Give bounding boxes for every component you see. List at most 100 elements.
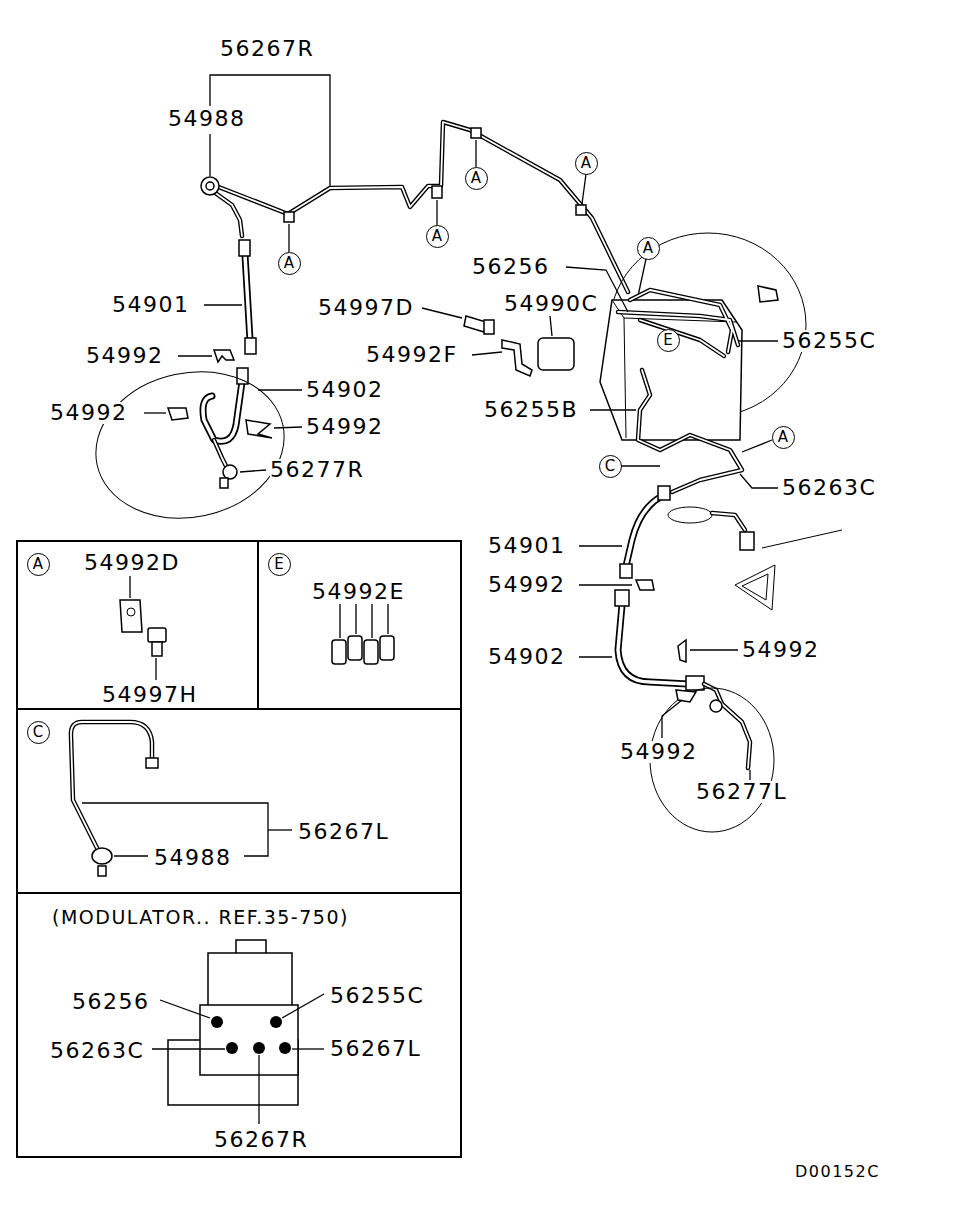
part-number: 56267L: [298, 821, 389, 843]
part-number: 54992: [306, 416, 384, 438]
circled-letter: A: [27, 553, 50, 576]
grommet: [92, 848, 112, 864]
part-number: 54988: [168, 108, 246, 130]
part-number: 54992E: [312, 581, 405, 603]
port: [279, 1042, 291, 1054]
grommet: [201, 177, 219, 195]
bracket-line: [210, 75, 330, 186]
part-number: 54988: [154, 847, 232, 869]
hose-fitting: [658, 486, 670, 500]
brake-tube: [618, 290, 738, 356]
banjo-fitting: [710, 700, 722, 712]
clip: [471, 128, 481, 138]
brake-hose: [618, 605, 688, 684]
bolt: [152, 642, 162, 656]
part-number: 54901: [112, 294, 190, 316]
leader-line: [292, 1048, 324, 1049]
leader-line: [340, 604, 388, 638]
leader-line: [472, 352, 502, 355]
leader-line: [258, 389, 302, 390]
leader-line: [579, 656, 612, 657]
part-number: 54992: [50, 402, 128, 424]
leader-line: [129, 576, 130, 598]
circled-letter: A: [575, 152, 598, 175]
leader-line: [114, 855, 148, 856]
part-number: 56256: [72, 991, 150, 1013]
clip: [168, 408, 188, 420]
circled-letter: E: [268, 553, 291, 576]
clip: [380, 636, 394, 660]
clip: [576, 205, 586, 215]
brake-hose: [245, 255, 250, 340]
circled-letter: A: [278, 252, 301, 275]
brake-tube: [618, 290, 738, 356]
part-number: 54997D: [318, 297, 414, 319]
port: [253, 1042, 265, 1054]
reference-letter: A: [778, 430, 788, 445]
leader-line: [749, 770, 750, 780]
leader-line: [742, 440, 772, 452]
part-number: 56277R: [270, 459, 364, 481]
circled-letter: C: [27, 721, 50, 744]
leader-line: [160, 1000, 210, 1018]
part-number: 54997H: [102, 684, 198, 706]
clip: [432, 186, 442, 198]
brake-tube: [214, 192, 242, 236]
reference-letter: A: [581, 156, 591, 171]
reference-letter: A: [432, 229, 442, 244]
circled-letter: C: [599, 455, 622, 478]
leader-line: [204, 304, 242, 305]
port: [270, 1016, 282, 1028]
brake-hose: [626, 496, 662, 566]
part-number: 54990C: [504, 293, 598, 315]
bolt-head: [148, 628, 166, 642]
clip: [284, 212, 294, 222]
reference-letter: A: [33, 557, 43, 572]
bracket: [502, 340, 532, 376]
banjo-bolt: [220, 478, 228, 488]
part-number: 54992D: [84, 552, 180, 574]
part-number: 54992: [742, 639, 820, 661]
part-number: 56267R: [214, 1129, 308, 1151]
leader-line: [621, 465, 660, 466]
leader-line: [690, 649, 738, 650]
part-number: 54901: [488, 535, 566, 557]
brake-tube: [712, 513, 745, 530]
leader-line: [475, 140, 476, 167]
leader-line: [258, 1055, 259, 1124]
leader-line: [740, 474, 778, 488]
leader-line: [282, 994, 324, 1018]
part-number: 54992: [488, 574, 566, 596]
part-number: 56255C: [330, 985, 424, 1007]
reference-letter: A: [284, 256, 294, 271]
brake-tube: [712, 513, 745, 530]
banjo-fitting: [223, 465, 237, 479]
reference-letter: E: [663, 333, 672, 348]
brake-tube: [71, 722, 152, 850]
clip: [364, 640, 378, 664]
leader-line: [662, 700, 682, 738]
motor: [208, 953, 292, 1007]
modulator-block: [200, 1005, 298, 1075]
part-number: 56256: [472, 256, 550, 278]
part-number: 54992F: [366, 344, 458, 366]
clip: [246, 420, 272, 438]
clip: [678, 640, 686, 662]
part-number: 56263C: [782, 477, 876, 499]
leader-line: [144, 412, 166, 413]
reference-letter: E: [274, 557, 283, 572]
clip: [676, 690, 696, 702]
leader-line: [209, 134, 210, 176]
hose-fitting: [740, 532, 754, 550]
circled-letter: E: [657, 329, 680, 352]
brake-hose: [203, 382, 242, 441]
circled-letter: A: [637, 237, 660, 260]
brake-hose: [203, 382, 242, 441]
clip: [636, 580, 654, 590]
hose-fitting: [615, 590, 629, 606]
reference-letter: C: [605, 459, 615, 474]
part-number: 56267L: [330, 1038, 421, 1060]
leader-line: [738, 340, 778, 341]
junction-block: [538, 338, 574, 370]
